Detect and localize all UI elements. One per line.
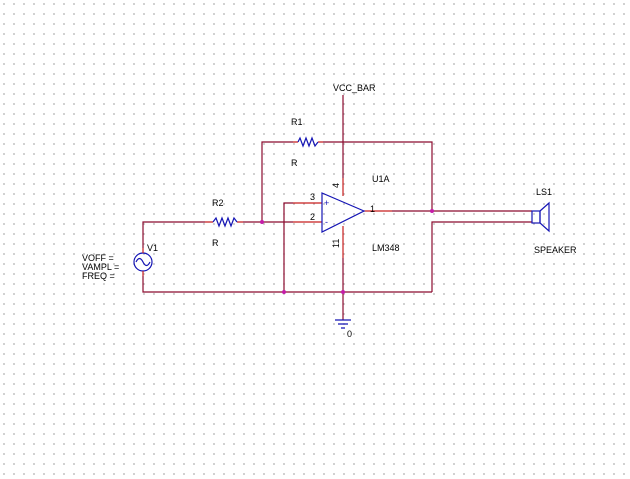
opamp-pin-2-label: 2	[310, 212, 315, 222]
opamp-pin-11-label: 11	[331, 239, 341, 248]
junction-dot	[260, 220, 264, 224]
opamp-plus-sign: +	[324, 198, 329, 208]
r1-value-label: R	[291, 158, 298, 168]
wire-speaker-return[interactable]	[431, 221, 532, 292]
wire-feedback-right[interactable]	[323, 141, 433, 211]
junction-dot	[430, 209, 434, 213]
junctions	[260, 209, 434, 294]
wire-source-to-r2[interactable]	[142, 221, 205, 248]
speaker-part-label: SPEAKER	[534, 245, 577, 255]
source-vampl-label: VAMPL =	[82, 262, 119, 272]
r1-ref-label: R1	[291, 117, 303, 127]
ground-label: 0	[347, 329, 352, 339]
resistor-r1[interactable]	[293, 136, 323, 148]
source-voff-label: VOFF =	[82, 253, 114, 263]
wire-noninverting-to-ground[interactable]	[283, 202, 293, 292]
wire-feedback-left[interactable]	[261, 141, 293, 222]
ground-symbol[interactable]	[335, 319, 351, 329]
opamp-u1a[interactable]: + -	[293, 178, 392, 258]
resistor-r2[interactable]	[205, 216, 243, 228]
vcc-label: VCC_BAR	[333, 83, 376, 93]
junction-dot	[341, 290, 345, 294]
opamp-pin-leads	[293, 178, 392, 258]
opamp-pin-3-label: 3	[310, 192, 315, 202]
r2-ref-label: R2	[212, 198, 224, 208]
r2-value-label: R	[212, 238, 219, 248]
source-freq-label: FREQ =	[82, 271, 115, 281]
speaker-ls1[interactable]	[531, 201, 550, 233]
r2-zigzag	[212, 216, 238, 228]
speaker-cone-icon	[539, 201, 550, 233]
speaker-ref-label: LS1	[536, 187, 552, 197]
wire-ground-bus[interactable]	[142, 276, 432, 293]
opamp-pin-1-label: 1	[370, 204, 375, 214]
sine-source-v1[interactable]	[133, 248, 153, 276]
speaker-body	[531, 210, 541, 224]
source-ref-label: V1	[147, 243, 158, 253]
r1-zigzag	[297, 136, 319, 148]
opamp-part-label: LM348	[372, 243, 400, 253]
opamp-ref-label: U1A	[372, 174, 390, 184]
ground-icon	[335, 319, 351, 329]
junction-dot	[282, 290, 286, 294]
sine-wave-icon	[135, 257, 151, 267]
opamp-minus-sign: -	[325, 217, 328, 227]
opamp-pin-4-label: 4	[331, 183, 341, 188]
wires	[142, 95, 532, 320]
opamp-triangle	[321, 192, 366, 233]
